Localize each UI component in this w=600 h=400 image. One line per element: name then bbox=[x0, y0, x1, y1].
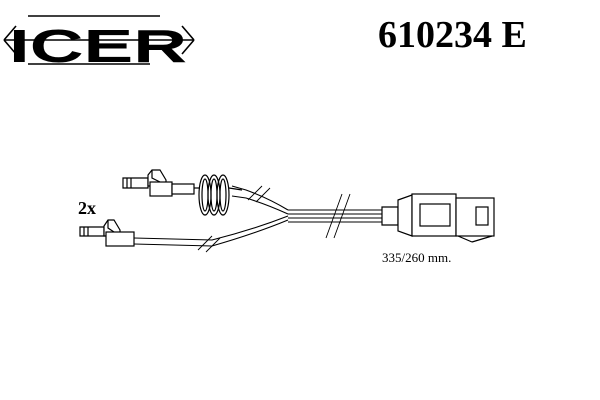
main-harness bbox=[288, 193, 382, 239]
brand-logo-text: ICER bbox=[9, 20, 187, 72]
length-label: 335/260 mm. bbox=[382, 250, 451, 265]
icer-logo: ICER bbox=[3, 15, 195, 72]
upper-wire bbox=[231, 185, 289, 215]
quantity-label: 2x bbox=[78, 198, 96, 218]
lower-sensor-plug bbox=[79, 219, 135, 247]
part-number: 610234 E bbox=[378, 14, 527, 56]
lower-wire bbox=[133, 215, 289, 253]
connector-housing bbox=[381, 193, 495, 243]
upper-sensor-plug bbox=[122, 169, 195, 197]
coiled-wire bbox=[194, 174, 243, 216]
logo-decoration bbox=[3, 15, 195, 65]
